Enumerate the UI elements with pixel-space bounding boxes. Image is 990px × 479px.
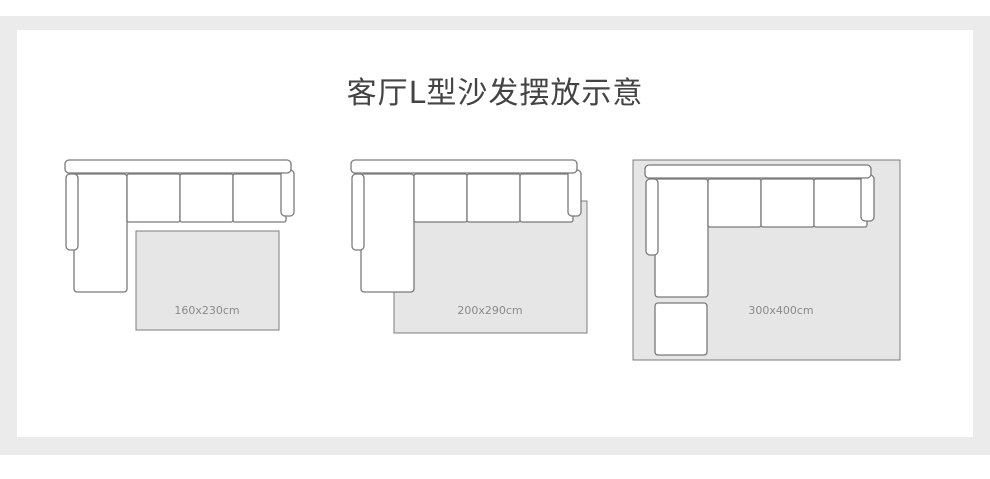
sofa-2-left-back — [351, 173, 365, 251]
rug-3-size-label: 300x400cm — [748, 304, 813, 317]
sofa-3-seat-1 — [707, 178, 762, 228]
sofa-3-ottoman — [654, 302, 708, 356]
rug-1-size-label: 160x230cm — [174, 304, 239, 317]
l-sofa-2 — [350, 159, 582, 293]
sofa-3-backrest — [644, 164, 872, 179]
sofa-1-seat-1 — [126, 173, 181, 223]
sofa-2-chaise — [360, 173, 415, 293]
sofa-3-right-arm — [860, 174, 875, 222]
sofa-2-right-arm — [567, 169, 582, 217]
rug-2-size-label: 200x290cm — [457, 304, 522, 317]
sofa-3-chaise — [654, 178, 709, 298]
sofa-1-backrest — [64, 159, 292, 174]
sofa-3-seat-3 — [813, 178, 868, 228]
sofa-2-backrest — [350, 159, 578, 174]
sofa-1-chaise — [73, 173, 128, 293]
diagram-title: 客厅L型沙发摆放示意 — [346, 76, 644, 111]
l-sofa-1 — [64, 159, 295, 293]
sofa-1-seat-3 — [232, 173, 287, 223]
sofa-1-right-arm — [280, 169, 295, 217]
layout-3: 300x400cm — [632, 159, 901, 361]
sofa-2-seat-3 — [519, 173, 574, 223]
rug-2 — [393, 200, 588, 334]
sofa-2-seat-1 — [413, 173, 468, 223]
sofa-3-seat-2 — [760, 178, 815, 228]
sofa-1-left-back — [65, 173, 79, 251]
sofa-3-left-back — [645, 178, 659, 256]
layout-2: 200x290cm — [350, 159, 588, 334]
layout-1: 160x230cm — [64, 159, 295, 331]
rug-1 — [135, 230, 280, 331]
l-sofa-3 — [644, 164, 875, 356]
sofa-2-seat-2 — [466, 173, 521, 223]
sofa-1-seat-2 — [179, 173, 234, 223]
